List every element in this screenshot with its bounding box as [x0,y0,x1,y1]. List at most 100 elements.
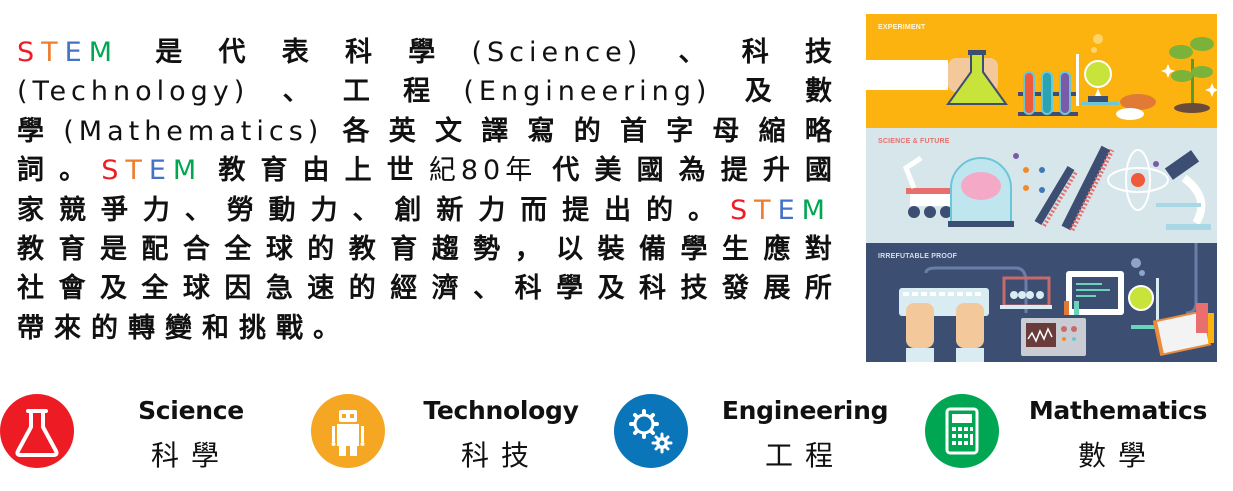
paragraph-text: 濟 [431,273,459,305]
irrefutable-proof-illustration-icon [899,243,1214,362]
stem-letter-m: M [801,194,832,226]
paragraph-text: 的 [91,312,118,344]
paragraph-text: 經 [390,273,418,305]
paragraph-line: (Technology)、工程(Engineering)及數 [17,69,832,108]
paragraph-text: 各 [342,115,370,147]
paragraph-text: 的 [307,233,335,265]
flask-icon [0,394,74,468]
paragraph-text: 育 [260,155,288,187]
stem-acronym: STEM [101,155,203,186]
paragraph-text: 全 [141,273,169,305]
paragraph-text: 教 [348,233,376,265]
category-english-label: Science [138,396,244,425]
paragraph-text: 詞 [17,155,44,187]
paragraph-text: 提 [720,155,748,187]
paragraph-text: 全 [224,233,252,265]
paragraph-text: 變 [165,312,192,344]
paragraph-text: 和 [202,312,229,344]
stem-letter-t: T [125,155,149,187]
paragraph-text: 升 [762,155,790,187]
stem-letter-e: E [64,37,89,68]
stem-letter-t: T [754,194,778,226]
stem-illustration: EXPERIMENT [866,14,1217,362]
robot-icon [311,394,385,468]
paragraph-text: 。 [313,312,340,344]
paragraph-text: (Mathematics) [63,115,324,147]
paragraph-text: 字 [666,115,694,147]
paragraph-text: 配 [141,233,169,265]
paragraph-text: 以 [556,233,584,265]
paragraph-text: 由 [302,155,330,187]
paragraph-text: 動 [268,194,296,226]
paragraph-text: 、 [473,273,501,305]
paragraph-text: 挑 [239,312,266,344]
paragraph-text: 、 [352,194,380,226]
paragraph-text: 勢 [473,233,501,265]
paragraph-text: 力 [478,194,506,226]
paragraph-text: 備 [639,233,667,265]
paragraph-text: 科 [741,37,769,68]
paragraph-text: 工 [342,76,370,108]
paragraph-text: 帶 [17,312,44,344]
stem-letter-m: M [88,37,119,68]
paragraph-text: 、 [282,76,310,108]
paragraph-text: 技 [680,273,708,305]
paragraph-line: 學(Mathematics)各英文譯寫的首字母縮略 [17,109,832,148]
paragraph-text: 、 [678,37,706,68]
irrefutable-proof-panel: IRREFUTABLE PROOF [866,243,1217,362]
paragraph-text: 國 [636,155,664,187]
calculator-icon [925,394,999,468]
stem-letter-m: M [172,155,204,187]
paragraph-text: (Technology) [17,76,250,108]
paragraph-text: 教 [218,155,246,187]
paragraph-text: ， [514,233,542,265]
category-english-label: Technology [423,396,579,425]
paragraph-text: 譯 [481,115,509,147]
stem-letter-t: T [41,37,65,68]
paragraph-text: 球 [182,273,210,305]
paragraph-text: 是 [155,37,183,68]
paragraph-text: 科 [639,273,667,305]
paragraph-text: 紀80年 [428,155,538,187]
paragraph-text: 英 [388,115,416,147]
paragraph-text: 。 [59,155,87,187]
stem-acronym: STEM [730,195,832,226]
paragraph-text: 上 [344,155,372,187]
paragraph-text: 學 [556,273,584,305]
paragraph-line: 教育是配合全球的教育趨勢，以裝備學生應對 [17,227,832,266]
paragraph-text: 因 [224,273,252,305]
paragraph-text: 科 [345,37,372,68]
paragraph-text: 會 [58,273,86,305]
paragraph-text: 來 [54,312,81,344]
paragraph-text: 縮 [758,115,786,147]
paragraph-text: 及 [597,273,625,305]
paragraph-text: 對 [804,233,832,265]
paragraph-text: 育 [58,233,86,265]
paragraph-text: 的 [348,273,376,305]
paragraph-text: 勞 [226,194,254,226]
science-future-illustration-icon [902,145,1211,232]
paragraph-text: 寫 [527,115,555,147]
paragraph-text: 球 [265,233,293,265]
paragraph-text: 力 [142,194,170,226]
panel-label: SCIENCE & FUTURE [878,138,950,145]
paragraph-line: 社會及全球因急速的經濟、科學及科技發展所 [17,266,832,305]
category-english-label: Engineering [721,396,889,425]
paragraph-text: 學 [408,37,436,68]
experiment-illustration-icon [866,34,1217,120]
paragraph-text: 世 [386,155,414,187]
paragraph-text: 學 [680,233,708,265]
stem-letter-s: S [729,194,755,226]
stem-letter-s: S [17,37,42,68]
paragraph-text: 而 [520,194,548,226]
paragraph-text: 創 [394,194,422,226]
paragraph-text: 代 [218,37,246,68]
paragraph-text: 趨 [431,233,459,265]
paragraph-text: 首 [619,115,647,147]
paragraph-text: (Engineering) [463,76,712,108]
paragraph-text: 的 [573,115,601,147]
paragraph-text: 裝 [597,233,625,265]
